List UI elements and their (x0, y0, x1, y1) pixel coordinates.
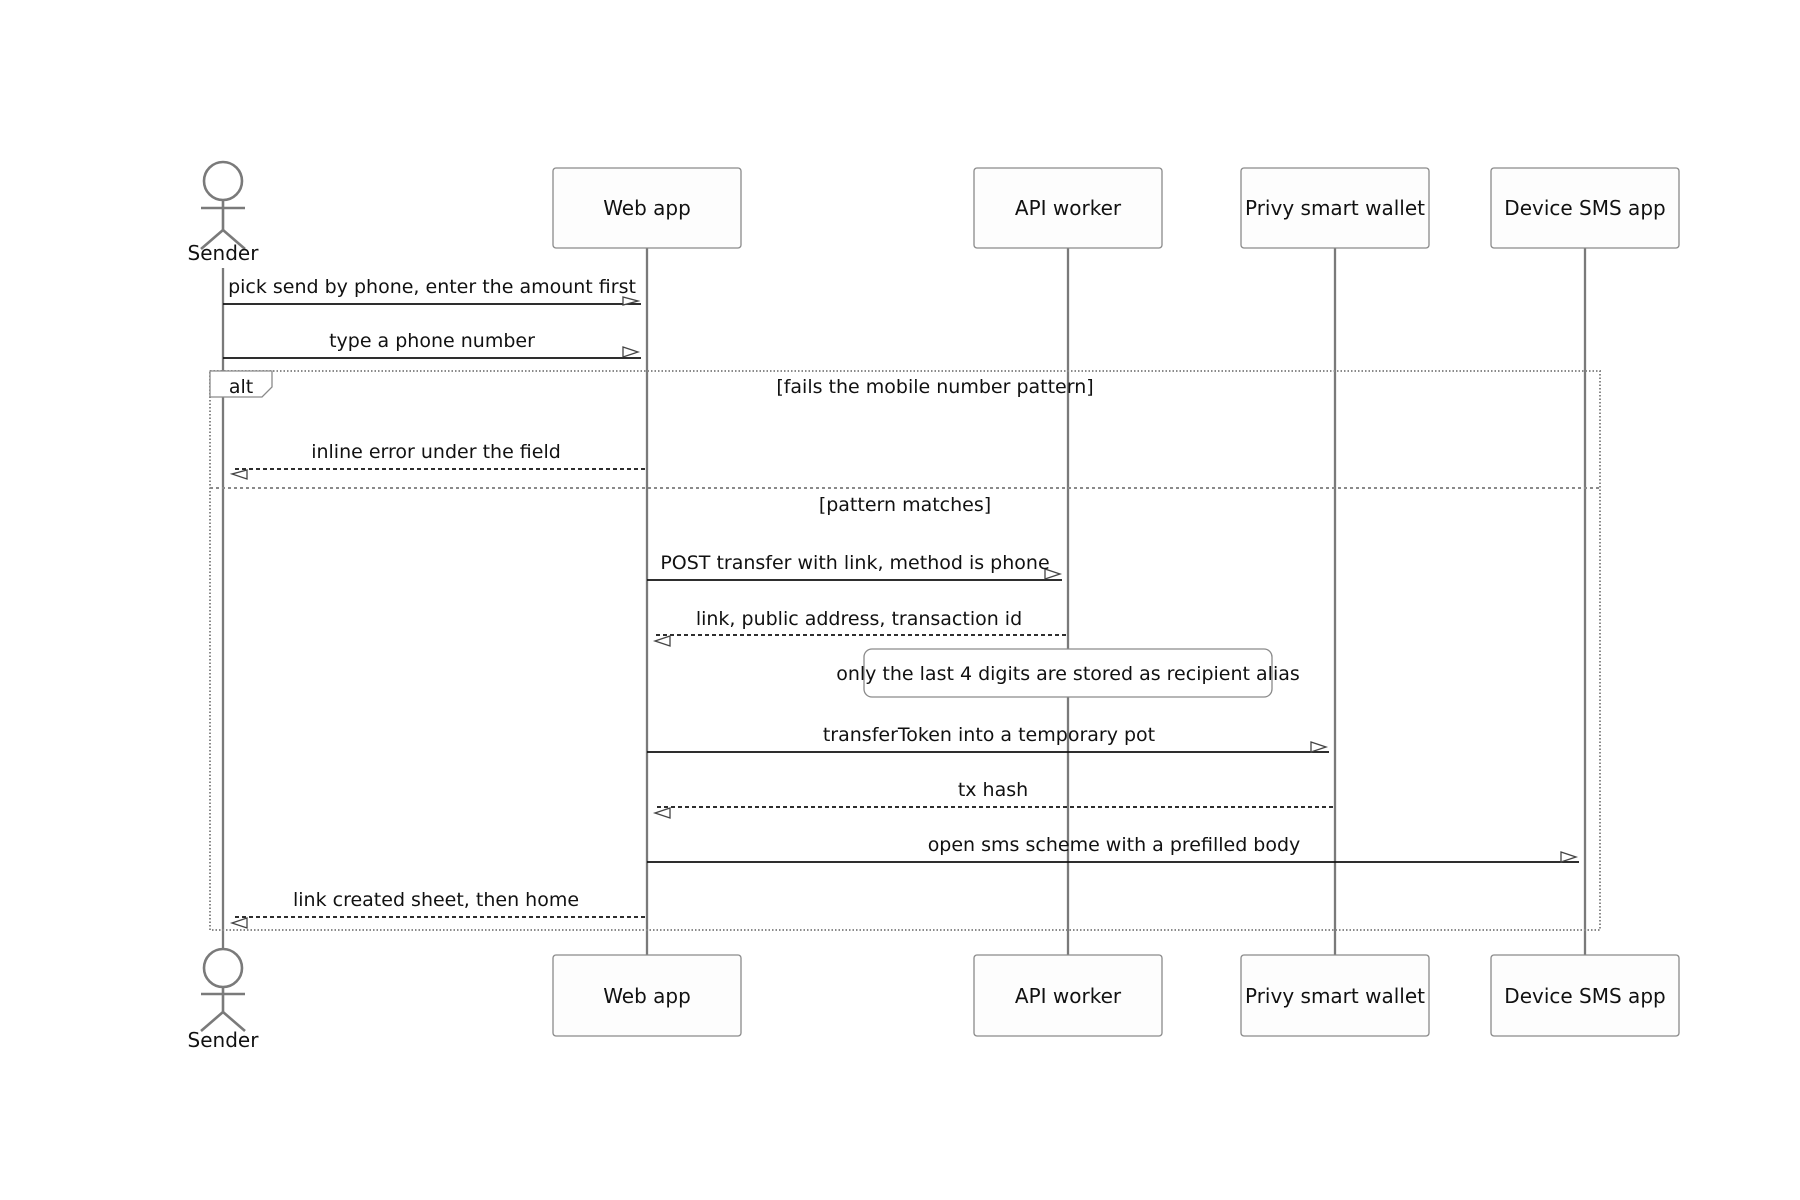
participant-label-web-app-top: Web app (603, 196, 691, 220)
message-8-arrowhead (1560, 851, 1579, 863)
participant-box-privy-wallet-bottom (1240, 954, 1430, 1037)
alt-fragment-tab (209, 370, 273, 398)
message-9: link created sheet, then home (229, 889, 645, 929)
message-9-label: link created sheet, then home (293, 889, 579, 911)
participant-box-api-worker-bottom (973, 954, 1163, 1037)
actor-leg-right (222, 1011, 246, 1032)
participant-api-worker-bottom: API worker (973, 954, 1163, 1037)
actor-sender-top: Sender (188, 160, 260, 265)
participant-box-api-worker-top (973, 167, 1163, 249)
message-1-label: pick send by phone, enter the amount fir… (228, 276, 636, 298)
participant-web-app-bottom: Web app (552, 954, 742, 1037)
alt-fragment-border (209, 370, 1601, 931)
participant-box-device-sms-top (1490, 167, 1680, 249)
message-3-arrowhead (229, 469, 248, 480)
message-5-arrowhead (652, 635, 671, 647)
message-4-arrowhead (1044, 568, 1063, 580)
message-6-label: transferToken into a temporary pot (823, 724, 1155, 746)
message-7-arrowhead (652, 807, 671, 819)
actor-leg-left (200, 1011, 224, 1032)
participant-box-web-app-bottom (552, 954, 742, 1037)
participant-label-privy-wallet-bottom: Privy smart wallet (1245, 984, 1425, 1008)
message-8-label: open sms scheme with a prefilled body (928, 834, 1301, 856)
participant-label-device-sms-bottom: Device SMS app (1504, 984, 1665, 1008)
message-3-label: inline error under the field (311, 441, 561, 463)
message-1: pick send by phone, enter the amount fir… (223, 276, 641, 306)
participant-api-worker-top: API worker (973, 167, 1163, 249)
message-8: open sms scheme with a prefilled body (647, 834, 1579, 863)
message-3: inline error under the field (229, 441, 645, 480)
participant-device-sms-bottom: Device SMS app (1490, 954, 1680, 1037)
message-2: type a phone number (223, 330, 641, 359)
participant-label-api-worker-bottom: API worker (1015, 984, 1122, 1008)
alt-fragment: alt [fails the mobile number pattern] [p… (209, 370, 1601, 931)
message-6: transferToken into a temporary pot (647, 724, 1329, 753)
participant-privy-wallet-top: Privy smart wallet (1240, 167, 1430, 249)
alt-operator-label: alt (229, 376, 253, 398)
participant-label-sender-bottom: Sender (188, 1028, 260, 1052)
message-4-label: POST transfer with link, method is phone (660, 552, 1049, 574)
participant-label-privy-wallet-top: Privy smart wallet (1245, 196, 1425, 220)
message-6-arrowhead (1310, 741, 1329, 753)
participant-label-sender-top: Sender (188, 241, 260, 265)
participant-label-device-sms-top: Device SMS app (1504, 196, 1665, 220)
message-1-arrowhead (622, 296, 641, 306)
alt-condition-1: [fails the mobile number pattern] (776, 376, 1093, 398)
actor-sender-bottom: Sender (188, 947, 260, 1052)
participant-device-sms-top: Device SMS app (1490, 167, 1680, 249)
actor-head-icon (202, 160, 244, 202)
message-9-arrowhead (229, 917, 248, 929)
message-5-label: link, public address, transaction id (696, 608, 1022, 630)
participant-box-device-sms-bottom (1490, 954, 1680, 1037)
message-2-arrowhead (622, 346, 641, 358)
note-box (863, 648, 1273, 698)
participant-box-web-app-top (552, 167, 742, 249)
participant-privy-wallet-bottom: Privy smart wallet (1240, 954, 1430, 1037)
message-7-label: tx hash (958, 779, 1028, 801)
actor-leg-right (222, 229, 246, 250)
message-5: link, public address, transaction id (652, 608, 1066, 647)
alt-condition-2: [pattern matches] (819, 494, 991, 516)
message-2-label: type a phone number (329, 330, 535, 352)
actor-leg-left (200, 229, 224, 250)
participant-label-api-worker-top: API worker (1015, 196, 1122, 220)
participant-web-app-top: Web app (552, 167, 742, 249)
participant-label-web-app-bottom: Web app (603, 984, 691, 1008)
note: only the last 4 digits are stored as rec… (836, 648, 1300, 698)
note-text: only the last 4 digits are stored as rec… (836, 663, 1300, 685)
message-7: tx hash (652, 779, 1333, 819)
actor-head-icon (202, 947, 244, 989)
message-4: POST transfer with link, method is phone (647, 552, 1063, 581)
participant-box-privy-wallet-top (1240, 167, 1430, 249)
